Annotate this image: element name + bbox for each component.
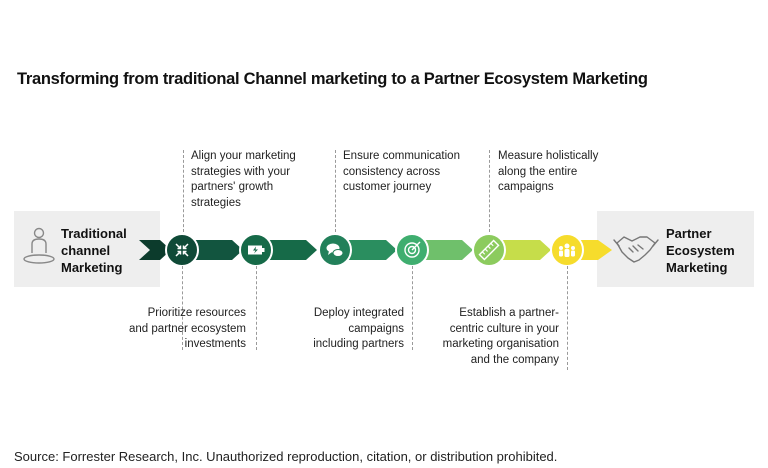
connector-step-2: [256, 266, 257, 350]
people-group-icon: [559, 243, 575, 257]
step-6-node: [550, 233, 584, 267]
step-5-circle: [472, 233, 506, 267]
annotation-step-1: Prioritize resources and partner ecosyst…: [129, 307, 246, 350]
connector-step-4: [412, 266, 413, 350]
handshake-icon: [613, 236, 659, 263]
step-5-node: [472, 233, 506, 267]
step-1-node: [165, 233, 199, 267]
chevron-segment-6: [494, 240, 551, 260]
chat-bubbles-icon: [326, 243, 344, 257]
arrows-inward-icon: [175, 243, 189, 257]
person-icon: [23, 227, 55, 264]
chevron-segment-5: [416, 240, 473, 260]
diagram-title: Transforming from traditional Channel ma…: [17, 70, 648, 88]
source-note: Source: Forrester Research, Inc. Unautho…: [14, 449, 558, 464]
annotation-step-5: Establish a partner- centric culture in …: [442, 307, 559, 366]
target-icon: [404, 241, 421, 258]
end-box: [597, 211, 754, 287]
battery-charging-icon: [248, 245, 265, 255]
connector-step-5: [489, 150, 490, 232]
chevron-segment-3: [262, 240, 317, 260]
connector-step-3: [335, 150, 336, 232]
annotation-step-4: Ensure communication consistency across …: [343, 150, 460, 193]
start-box: [14, 211, 160, 287]
step-3-node: [318, 233, 352, 267]
annotation-step-3: Deploy integrated campaigns including pa…: [313, 307, 404, 350]
start-label: Traditional channel Marketing: [61, 226, 127, 275]
chevron-segment-4: [339, 240, 397, 260]
connector-step-6: [567, 266, 568, 370]
step-2-node: [239, 233, 273, 267]
connector-step-2-dummy: [183, 150, 184, 232]
annotation-step-2: Align your marketing strategies with you…: [191, 150, 296, 209]
connector-step-1: [182, 266, 183, 350]
ruler-icon: [478, 239, 500, 261]
chevron-segment-2: [187, 240, 243, 260]
chevron-segment-1: [139, 240, 171, 260]
end-label: Partner Ecosystem Marketing: [666, 226, 735, 275]
annotation-step-6: Measure holistically along the entire ca…: [498, 150, 599, 193]
step-1-circle: [165, 233, 199, 267]
step-4-node: [395, 233, 429, 267]
